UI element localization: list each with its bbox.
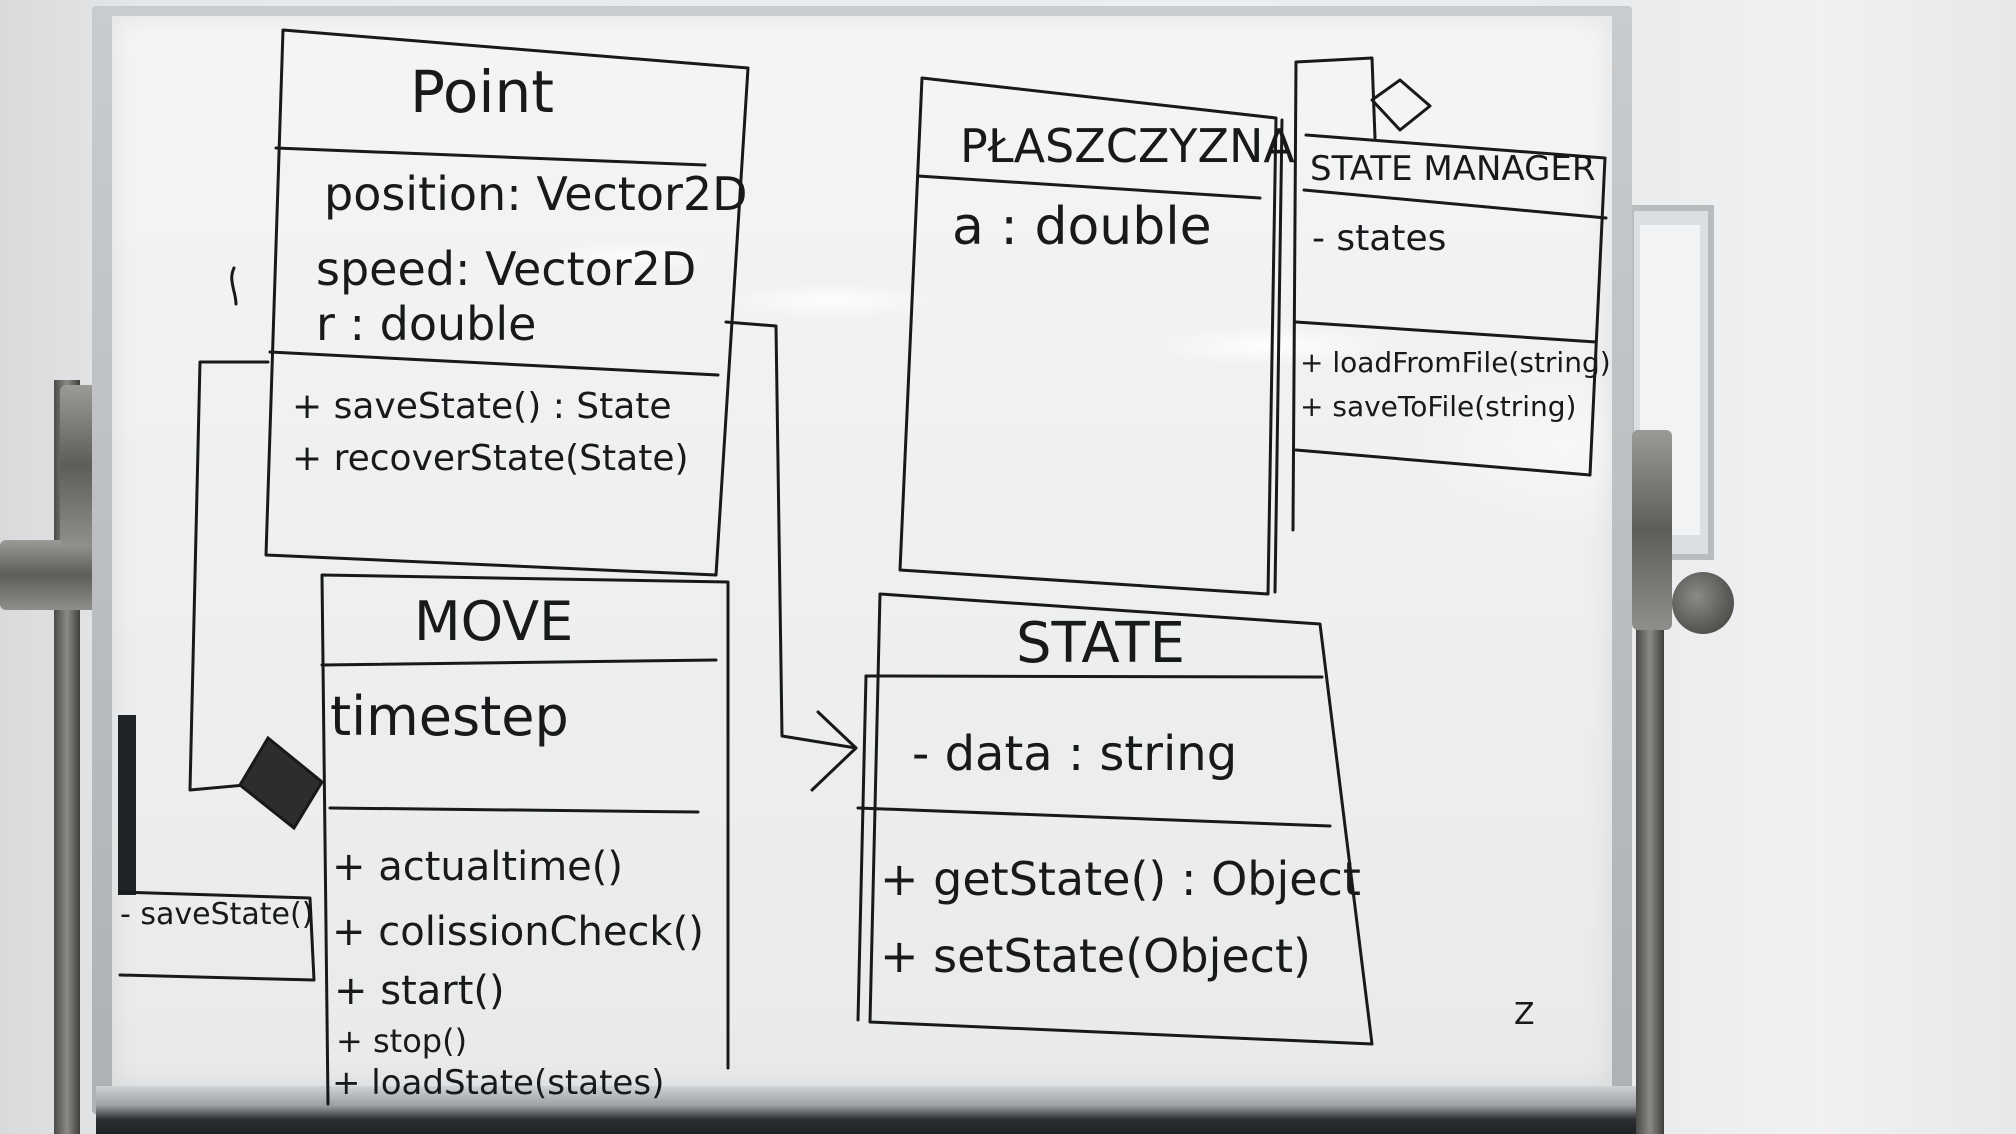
move-attr-divider [328,806,700,814]
point-class-box [264,28,750,577]
state-class-box [868,592,1374,1046]
move-attribute: timestep [330,685,569,748]
side-note-box [118,890,316,982]
move-class-box [320,573,730,1106]
state-manager-attribute: - states [1312,218,1446,259]
side-note-text: - saveState() [120,897,313,932]
point-method: + saveState() : State [292,386,672,427]
point-method: + recoverState(State) [292,438,689,479]
move-method: + start() [334,968,505,1014]
plaszczyzna-attribute: a : double [952,197,1212,257]
stand-bracket-right [1632,430,1672,630]
state-method: + getState() : Object [880,852,1361,906]
move-method: + actualtime() [332,844,623,890]
point-attribute: speed: Vector2D [316,242,696,296]
state-manager-class-box [1291,56,1377,532]
plaszczyzna-name-divider [916,174,1262,200]
state-manager-attr-divider [1294,320,1598,344]
plaszczyzna-class-box [898,76,1278,596]
state-manager-name-divider [1302,188,1608,220]
move-method: + stop() [336,1022,467,1060]
composition-diamond [238,735,324,831]
stand-knob-right [1672,572,1734,634]
state-manager-inner-box [1294,133,1607,477]
move-method: + colissionCheck() [332,909,704,955]
state-manager-diamond [1370,78,1432,132]
point-attribute: position: Vector2D [324,167,748,221]
wall-background [1620,0,2016,1134]
state-left-edge [856,674,868,1022]
point-state-arrow [724,320,858,750]
state-method: + setState(Object) [880,929,1311,983]
arrowhead [810,710,858,792]
state-name-divider [864,674,1324,679]
state-manager-method: + saveToFile(string) [1300,390,1576,423]
corner-mark: Z [1514,997,1535,1032]
state-attr-divider [856,806,1332,828]
state-class-name: STATE [1016,611,1185,676]
point-attr-divider [268,350,720,377]
move-point-link [188,360,280,792]
state-manager-method: + loadFromFile(string) [1300,346,1611,379]
state-manager-class-name: STATE MANAGER [1310,149,1596,189]
whiteboard-tray [96,1086,1636,1134]
point-name-divider [274,146,707,167]
move-name-divider [320,658,718,667]
whiteboard-left-tab [118,715,136,895]
point-attribute: r : double [316,297,536,351]
plaszczyzna-class-name: PŁASZCZYZNA [960,119,1295,173]
point-class-name: Point [410,58,554,126]
state-attribute: - data : string [912,726,1237,782]
state-manager-link [1273,118,1284,594]
move-method: + loadState(states) [332,1063,664,1103]
move-class-name: MOVE [414,590,573,653]
aggregation-to-point [230,266,238,306]
